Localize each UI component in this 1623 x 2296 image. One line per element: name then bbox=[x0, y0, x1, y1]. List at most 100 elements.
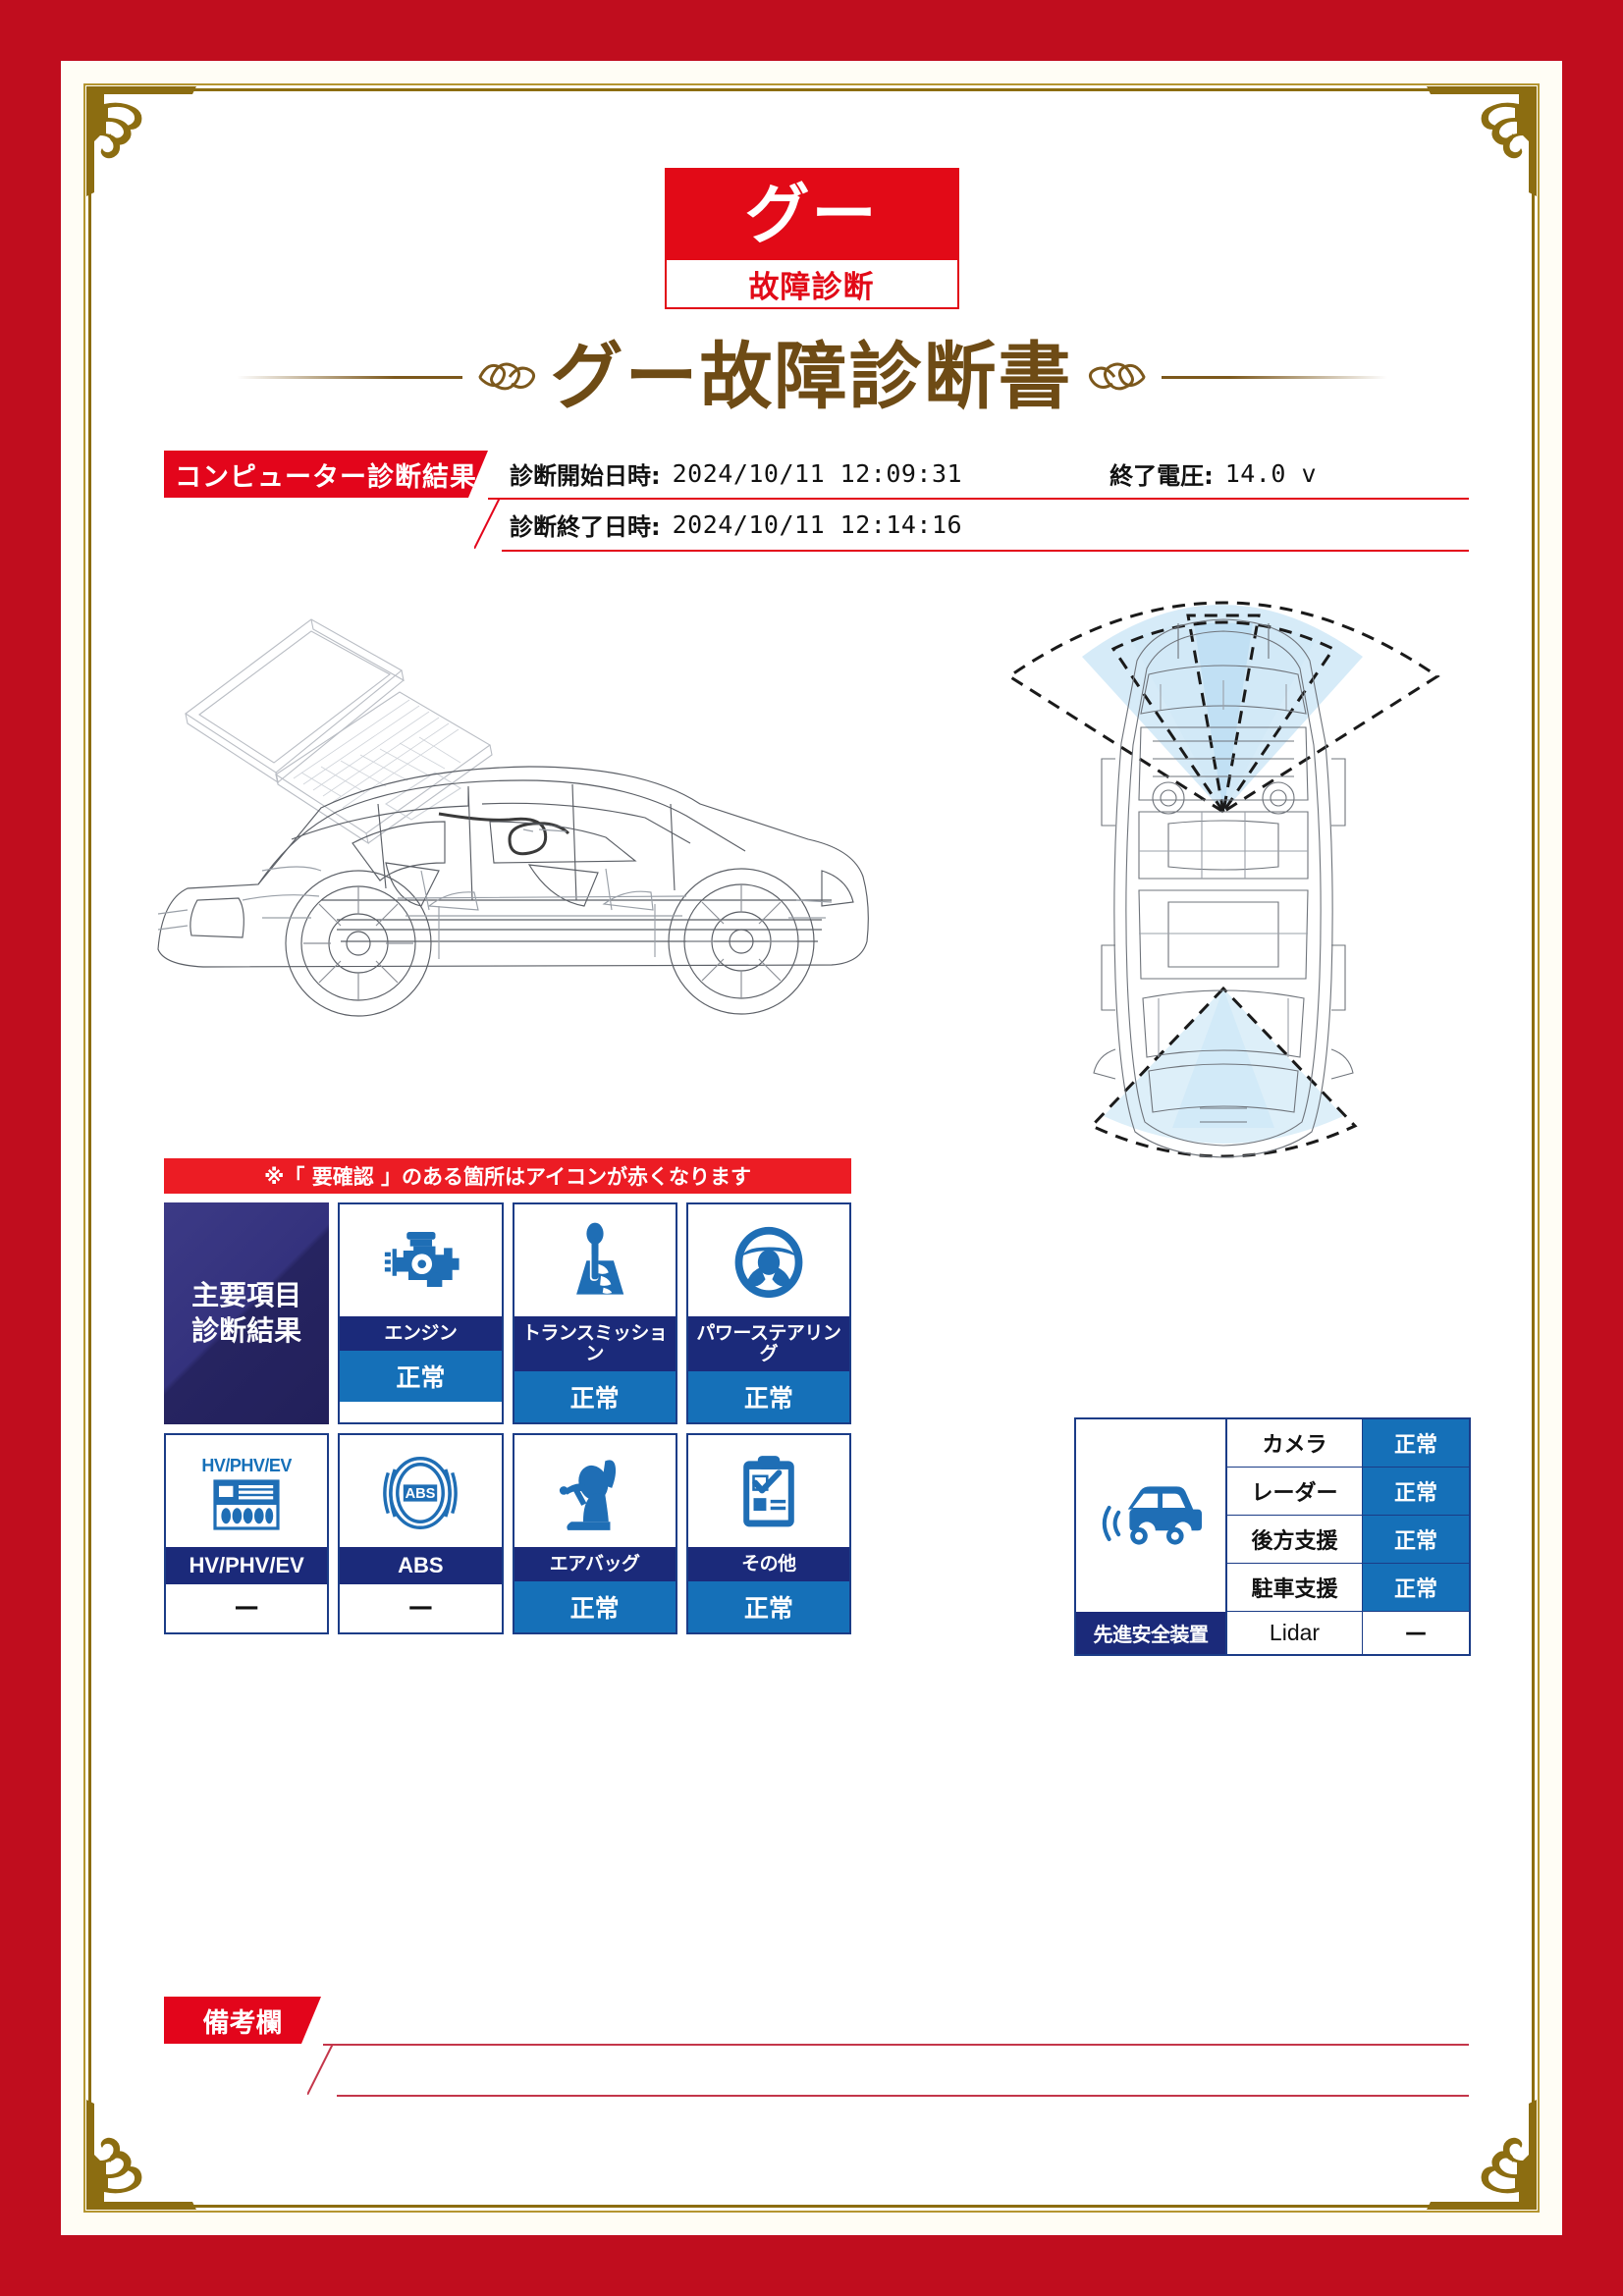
remarks-text[interactable] bbox=[341, 2052, 1459, 2091]
safety-name-rear-assist: 後方支援 bbox=[1227, 1516, 1363, 1563]
diagnostic-start-value: 2024/10/11 12:09:31 bbox=[672, 459, 963, 488]
remarks-section: 備考欄 bbox=[164, 1997, 1469, 2114]
engine-icon bbox=[340, 1204, 502, 1316]
diagnostic-voltage: 終了電圧: 14.0 v bbox=[1109, 456, 1317, 491]
safety-value-parking-assist: 正常 bbox=[1363, 1564, 1469, 1611]
result-status-power-steering: 正常 bbox=[687, 1370, 849, 1422]
result-card-other[interactable]: その他 正常 bbox=[685, 1432, 851, 1634]
icon-color-note: ※「 要確認 」のある箇所はアイコンが赤くなります bbox=[164, 1158, 851, 1194]
result-card-transmission[interactable]: トランスミッション 正常 bbox=[512, 1202, 677, 1424]
document-content: グー 故障診断 グー故障診断書 bbox=[154, 154, 1471, 2142]
logo-subtitle-text: 故障診断 bbox=[748, 269, 875, 305]
transmission-icon bbox=[514, 1204, 676, 1316]
illustrations bbox=[154, 566, 1469, 1158]
page-inner: グー 故障診断 グー故障診断書 bbox=[61, 61, 1562, 2235]
hv-battery-icon: HV/PHV/EV bbox=[166, 1434, 328, 1547]
safety-row-radar[interactable]: レーダー 正常 bbox=[1227, 1468, 1469, 1516]
safety-value-camera: 正常 bbox=[1363, 1419, 1469, 1467]
diagnostic-rule-1 bbox=[488, 498, 1469, 500]
safety-row-rear-assist[interactable]: 後方支援 正常 bbox=[1227, 1516, 1469, 1564]
diagnostic-start-row: 診断開始日時: 2024/10/11 12:09:31 終了電圧: 14.0 v bbox=[510, 456, 1469, 491]
results-panel-title-line1: 主要項目 bbox=[191, 1278, 302, 1311]
result-label-other: その他 bbox=[687, 1546, 849, 1581]
remarks-tag: 備考欄 bbox=[164, 1997, 321, 2044]
remarks-slash bbox=[307, 2044, 334, 2095]
remarks-tag-text: 備考欄 bbox=[202, 2007, 283, 2039]
svg-text:ABS: ABS bbox=[406, 1486, 436, 1502]
title-rule-left bbox=[236, 375, 462, 379]
results-grid: 主要項目 診断結果 bbox=[164, 1202, 851, 1634]
diagnostic-rule-2 bbox=[502, 550, 1469, 552]
safety-value-radar: 正常 bbox=[1363, 1468, 1469, 1515]
airbag-icon bbox=[514, 1434, 676, 1547]
safety-value-lidar: — bbox=[1363, 1612, 1469, 1654]
diagnostic-voltage-label: 終了電圧: bbox=[1109, 462, 1214, 490]
result-status-abs: — bbox=[340, 1583, 502, 1629]
hv-overlabel: HV/PHV/EV bbox=[201, 1456, 292, 1476]
logo-mark-text: グー bbox=[744, 177, 879, 252]
safety-row-lidar[interactable]: Lidar — bbox=[1227, 1612, 1469, 1654]
safety-name-lidar: Lidar bbox=[1227, 1612, 1363, 1654]
car-top-wireframe bbox=[1093, 618, 1354, 1158]
results-panel-title: 主要項目 診断結果 bbox=[164, 1202, 330, 1424]
sensor-range-boundaries bbox=[1006, 601, 1440, 1158]
result-label-airbag: エアバッグ bbox=[514, 1546, 676, 1581]
page-title: グー故障診断書 bbox=[154, 323, 1469, 431]
result-status-hv-phv-ev: — bbox=[166, 1583, 328, 1629]
result-card-engine[interactable]: エンジン 正常 bbox=[338, 1202, 504, 1424]
results-panel-title-text: 主要項目 診断結果 bbox=[191, 1278, 301, 1350]
clipboard-icon bbox=[687, 1434, 849, 1547]
result-card-airbag[interactable]: エアバッグ 正常 bbox=[512, 1432, 677, 1634]
safety-value-rear-assist: 正常 bbox=[1363, 1516, 1469, 1563]
safety-rows: カメラ 正常 レーダー 正常 後方支援 正常 駐車支援 正常 Lidar — bbox=[1227, 1419, 1469, 1654]
results-panel-title-line2: 診断結果 bbox=[191, 1313, 302, 1347]
icon-color-note-text: ※「 要確認 」のある箇所はアイコンが赤くなります bbox=[264, 1165, 751, 1189]
result-label-hv-phv-ev: HV/PHV/EV bbox=[166, 1546, 328, 1584]
remarks-rule-2 bbox=[337, 2095, 1469, 2097]
remarks-rule-1 bbox=[323, 2044, 1469, 2046]
diagnostic-result-tag-text: コンピューター診断結果 bbox=[175, 461, 477, 493]
result-status-airbag: 正常 bbox=[514, 1580, 676, 1632]
goo-logo: グー 故障診断 bbox=[664, 168, 959, 309]
title-rule-right bbox=[1161, 375, 1387, 379]
side-view-car-illustration bbox=[157, 618, 869, 1017]
result-card-hv-phv-ev[interactable]: HV/PHV/EV bbox=[164, 1432, 330, 1634]
safety-row-parking-assist[interactable]: 駐車支援 正常 bbox=[1227, 1564, 1469, 1612]
diagnostic-end-row: 診断終了日時: 2024/10/11 12:14:16 bbox=[510, 507, 1469, 542]
safety-label-column: 先進安全装置 bbox=[1076, 1419, 1227, 1654]
result-card-abs[interactable]: ABS ABS — bbox=[338, 1432, 504, 1634]
result-card-power-steering[interactable]: パワーステアリング 正常 bbox=[685, 1202, 851, 1424]
diagnostic-voltage-value: 14.0 v bbox=[1224, 459, 1318, 488]
safety-row-camera[interactable]: カメラ 正常 bbox=[1227, 1419, 1469, 1468]
diagnostic-slash bbox=[474, 498, 501, 549]
diagnostic-result-tag: コンピューター診断結果 bbox=[164, 451, 488, 498]
abs-icon: ABS bbox=[340, 1434, 502, 1547]
car-side-wireframe bbox=[157, 766, 869, 1017]
top-view-car-illustration bbox=[1006, 601, 1440, 1158]
diagnostic-header: コンピューター診断結果 診断開始日時: 2024/10/11 12:09:31 … bbox=[164, 449, 1469, 559]
logo-subtitle: 故障診断 bbox=[667, 260, 957, 307]
safety-name-parking-assist: 駐車支援 bbox=[1227, 1564, 1363, 1611]
result-status-other: 正常 bbox=[687, 1580, 849, 1632]
safety-name-camera: カメラ bbox=[1227, 1419, 1363, 1467]
diagnostic-end-value: 2024/10/11 12:14:16 bbox=[672, 510, 963, 539]
result-status-engine: 正常 bbox=[340, 1350, 502, 1402]
diagnostic-end-label: 診断終了日時: bbox=[510, 513, 661, 541]
advanced-safety-table: 先進安全装置 カメラ 正常 レーダー 正常 後方支援 正常 駐車支援 正常 bbox=[1074, 1417, 1471, 1656]
logo-mark: グー bbox=[666, 170, 957, 260]
safety-name-radar: レーダー bbox=[1227, 1468, 1363, 1515]
diagnostic-cable bbox=[438, 812, 570, 856]
laptop-icon bbox=[185, 618, 493, 845]
result-label-power-steering: パワーステアリング bbox=[687, 1316, 849, 1371]
power-steering-icon bbox=[687, 1204, 849, 1316]
result-status-transmission: 正常 bbox=[514, 1370, 676, 1422]
result-label-abs: ABS bbox=[340, 1546, 502, 1584]
diagnostic-start-label: 診断開始日時: bbox=[510, 462, 661, 490]
main-results-section: ※「 要確認 」のある箇所はアイコンが赤くなります 主要項目 診断結果 bbox=[164, 1158, 851, 1634]
result-label-transmission: トランスミッション bbox=[514, 1316, 676, 1371]
flourish-left-icon bbox=[476, 353, 537, 400]
car-sensor-icon bbox=[1076, 1419, 1225, 1612]
result-label-engine: エンジン bbox=[340, 1316, 502, 1351]
page-title-text: グー故障診断書 bbox=[550, 335, 1073, 419]
flourish-right-icon bbox=[1087, 353, 1148, 400]
